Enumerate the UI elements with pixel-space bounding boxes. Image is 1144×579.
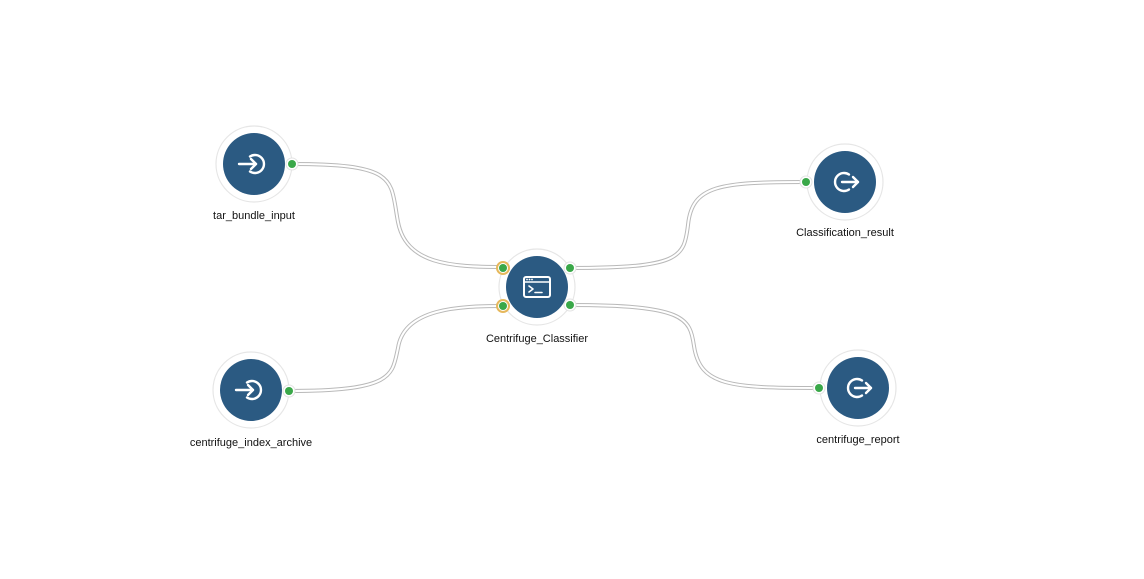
edge-classifier-to-centrifuge-report[interactable] [569, 303, 820, 390]
node-centrifuge-index-archive[interactable]: centrifuge_index_archive [190, 351, 312, 449]
output-port-centrifuge-index-archive[interactable] [282, 384, 296, 398]
input-port-classification-result[interactable] [799, 175, 813, 189]
input-port-classifier-bottom[interactable] [496, 299, 510, 313]
node-tar-bundle-input[interactable]: tar_bundle_input [213, 125, 295, 222]
ports [282, 157, 826, 398]
node-label: Classification_result [796, 227, 894, 239]
output-port-tar-bundle-input[interactable] [285, 157, 299, 171]
input-port-classifier-top[interactable] [496, 261, 510, 275]
output-icon [833, 171, 860, 193]
input-port-centrifuge-report[interactable] [812, 381, 826, 395]
output-icon [846, 377, 873, 399]
edge-index-archive-to-classifier[interactable] [288, 304, 504, 393]
node-classification-result[interactable]: Classification_result [796, 143, 894, 239]
node-label: Centrifuge_Classifier [486, 333, 588, 345]
node-label: centrifuge_index_archive [190, 437, 312, 449]
input-icon [234, 379, 263, 401]
edges [288, 162, 820, 393]
input-icon [237, 153, 266, 175]
edge-classifier-to-classification-result[interactable] [569, 180, 807, 270]
edge-tar-bundle-input-to-classifier[interactable] [291, 162, 504, 269]
node-centrifuge-report[interactable]: centrifuge_report [816, 349, 900, 446]
node-centrifuge-classifier[interactable]: Centrifuge_Classifier [486, 248, 588, 345]
node-body[interactable] [506, 256, 568, 318]
output-port-classifier-top[interactable] [563, 261, 577, 275]
terminal-icon [523, 276, 551, 298]
node-label: tar_bundle_input [213, 210, 295, 222]
node-label: centrifuge_report [816, 434, 899, 446]
output-port-classifier-bottom[interactable] [563, 298, 577, 312]
